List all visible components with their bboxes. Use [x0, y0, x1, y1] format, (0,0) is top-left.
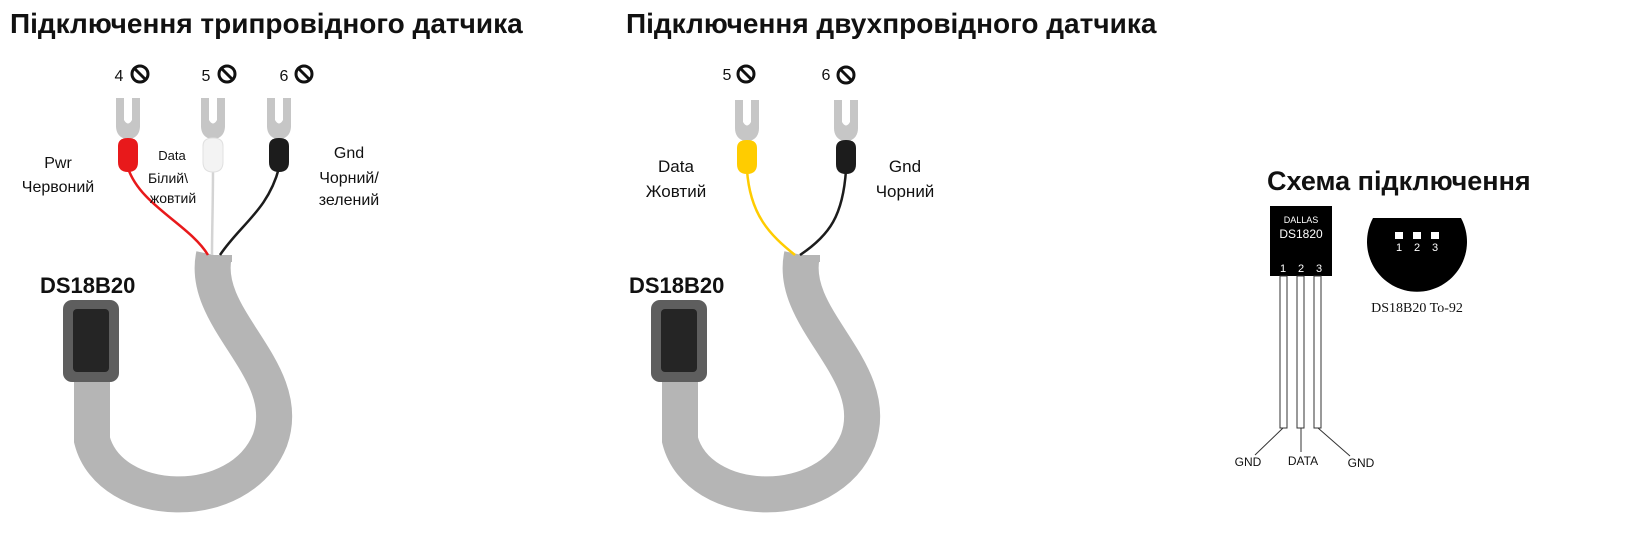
connector-sleeve-white: [202, 137, 224, 173]
terminal-6: 6: [267, 64, 314, 172]
to92-pad-3: [1431, 232, 1439, 239]
to92-pad-1: [1395, 232, 1403, 239]
terminal-number: 6: [822, 67, 831, 84]
wire-label-yellow-2: Жовтий: [646, 182, 706, 201]
chip-model: DS1820: [1279, 227, 1323, 241]
chip-leg-3: [1313, 275, 1322, 429]
terminal-5: 5: [201, 64, 237, 173]
leader-line-1: [1254, 427, 1284, 456]
schema-section: Схема підключення DALLAS DS1820 1 2 3 GN…: [1235, 166, 1531, 470]
pin-label-data: DATA: [1288, 454, 1318, 468]
connector-sleeve-black-2: [836, 140, 856, 174]
wire-label-data: Data: [158, 148, 186, 163]
chip-leg-1: [1279, 275, 1288, 429]
two-wire-cable: [662, 251, 881, 513]
to92-pin-2: 2: [1414, 242, 1420, 254]
screw-icon: [294, 64, 314, 84]
wire-black: [218, 167, 281, 256]
wire-label-pwr: Pwr: [44, 155, 72, 172]
wire-label-green: зелений: [319, 192, 379, 209]
wire-label-white: Білий\: [148, 170, 188, 186]
to92-caption: DS18B20 To-92: [1371, 301, 1463, 316]
to92-pad-2: [1413, 232, 1421, 239]
screw-icon: [130, 64, 150, 84]
screw-icon: [217, 64, 237, 84]
leader-line-3: [1317, 427, 1351, 457]
three-wire-cable-end: [196, 255, 232, 262]
terminal-4: 4: [115, 64, 150, 172]
two-wire-probe-core: [661, 309, 697, 372]
terminal-6-two-wire: 6: [822, 65, 858, 174]
wire-red: [126, 167, 210, 256]
wire-label-yellow: жовтий: [150, 190, 196, 206]
to92-bottom-view: [1367, 218, 1467, 292]
connector-sleeve-black: [269, 138, 289, 172]
three-wire-probe-core: [73, 309, 109, 372]
schema-title: Схема підключення: [1267, 166, 1531, 196]
to92-pin-1: 1: [1396, 242, 1402, 254]
chip-pin-2: 2: [1298, 263, 1304, 275]
two-wire-sensor-label: DS18B20: [629, 273, 724, 298]
terminal-number: 5: [202, 68, 211, 85]
chip-pin-3: 3: [1316, 263, 1322, 275]
wire-label-black: Чорний/: [319, 170, 379, 187]
terminal-5-two-wire: 5: [723, 64, 759, 174]
three-wire-cable: [74, 251, 293, 513]
chip-brand: DALLAS: [1284, 215, 1319, 225]
connector-sleeve-red: [118, 138, 138, 172]
three-wire-title: Підключення трипровідного датчика: [10, 8, 523, 39]
wire-white: [210, 167, 215, 256]
terminal-number: 5: [723, 67, 732, 84]
three-wire-sensor-label: DS18B20: [40, 273, 135, 298]
wire-label-gnd-2: Gnd: [889, 157, 921, 176]
two-wire-section: Підключення двухпровідного датчика DS18B…: [626, 8, 1157, 513]
two-wire-title: Підключення двухпровідного датчика: [626, 8, 1157, 39]
wire-yellow: [745, 169, 796, 256]
wire-label-gnd: Gnd: [334, 145, 364, 162]
terminal-number: 4: [115, 68, 124, 85]
chip-body: [1270, 206, 1332, 276]
wire-label-red: Червоний: [22, 179, 94, 196]
screw-icon: [736, 64, 756, 84]
wire-label-black-2: Чорний: [876, 182, 935, 201]
connector-sleeve-yellow: [737, 140, 757, 174]
chip-leg-2: [1296, 275, 1305, 429]
wire-label-data-2: Data: [658, 157, 694, 176]
two-wire-cable-end: [784, 255, 820, 262]
to92-pin-3: 3: [1432, 242, 1438, 254]
chip-pin-1: 1: [1280, 263, 1286, 275]
pin-label-gnd-left: GND: [1235, 455, 1262, 469]
wire-black-2: [799, 169, 848, 257]
pin-label-gnd-right: GND: [1348, 456, 1375, 470]
terminal-number: 6: [280, 68, 289, 85]
screw-icon: [836, 65, 856, 85]
three-wire-section: Підключення трипровідного датчика DS18B2…: [10, 8, 523, 513]
